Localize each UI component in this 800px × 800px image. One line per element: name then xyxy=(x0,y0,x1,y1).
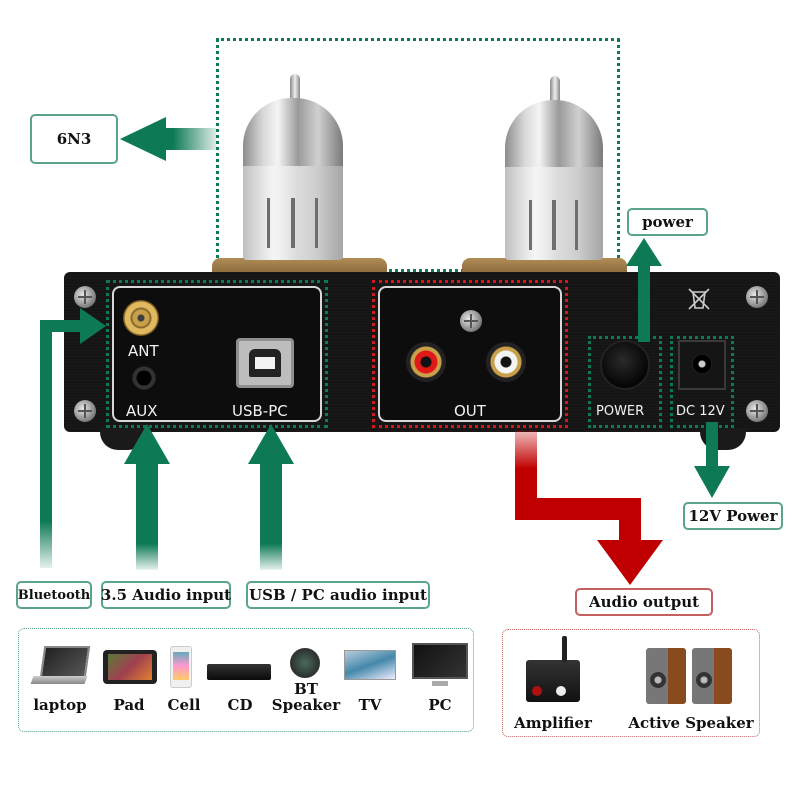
tube-socket-left xyxy=(212,258,387,274)
power-button[interactable] xyxy=(600,340,650,390)
chassis-foot xyxy=(100,428,146,450)
input-devices-panel xyxy=(18,628,474,732)
tube-plate xyxy=(529,200,532,250)
bluetooth-speaker-icon xyxy=(290,648,320,678)
screw-icon xyxy=(74,400,96,422)
power-button-highlight xyxy=(588,336,662,428)
tube-plate xyxy=(552,200,556,250)
audio-output-callout: Audio output xyxy=(575,588,713,616)
speaker-left-woofer xyxy=(650,672,666,688)
input-panel-highlight xyxy=(106,280,328,428)
phone-screen xyxy=(173,652,189,680)
antenna-connector[interactable] xyxy=(123,300,159,336)
tube-plate xyxy=(291,198,295,248)
aux-jack[interactable] xyxy=(132,366,156,390)
screw-icon xyxy=(746,286,768,308)
tube-plate xyxy=(575,200,578,250)
tube-type-callout: 6N3 xyxy=(30,114,118,164)
arrow-down-icon xyxy=(694,422,730,498)
laptop-icon xyxy=(30,646,91,686)
laptop-screen xyxy=(39,646,91,678)
monitor-stand xyxy=(432,681,448,686)
device-label: TV xyxy=(358,696,382,714)
screw-icon xyxy=(746,400,768,422)
aux-label: AUX xyxy=(126,402,158,420)
aux-input-arrow xyxy=(124,424,170,570)
dc-power-callout: 12V Power xyxy=(683,502,783,530)
tube-plate xyxy=(267,198,270,248)
output-devices-panel xyxy=(502,629,760,737)
tablet-screen xyxy=(108,654,152,680)
audio-output-arrow xyxy=(515,430,663,585)
tube-tip-left xyxy=(290,74,300,100)
arrow-up-icon xyxy=(626,238,662,342)
screw-icon xyxy=(460,310,482,332)
tablet-icon xyxy=(103,650,157,684)
usb-port-tongue xyxy=(255,357,275,369)
phone-icon xyxy=(170,646,192,688)
usb-b-port[interactable] xyxy=(236,338,294,388)
tube-socket-right xyxy=(462,258,627,274)
tv-icon xyxy=(344,650,396,680)
weee-recycle-icon xyxy=(688,288,710,310)
bluetooth-callout: Bluetooth xyxy=(16,581,92,609)
device-label: Active Speaker xyxy=(628,714,754,732)
laptop-base xyxy=(30,676,88,684)
speaker-pair-icon xyxy=(646,648,736,704)
device-label: BT Speaker xyxy=(271,680,341,714)
tube-highlight-box xyxy=(216,38,620,272)
vacuum-tube-right xyxy=(505,100,603,260)
output-panel-highlight xyxy=(372,280,568,428)
rca-output-left[interactable] xyxy=(486,342,526,382)
tube-plate xyxy=(315,198,318,248)
device-label: laptop xyxy=(33,696,87,714)
arrow-left-icon xyxy=(120,117,216,161)
dc-12v-label: DC 12V xyxy=(676,404,725,419)
device-label: Amplifier xyxy=(514,714,592,732)
usb-pc-label: USB-PC xyxy=(232,402,288,420)
power-label: POWER xyxy=(596,404,645,419)
amp-antenna xyxy=(562,636,567,662)
dc-jack-pin xyxy=(692,354,712,374)
screw-icon xyxy=(74,286,96,308)
power-callout: power xyxy=(627,208,708,236)
vacuum-tube-left xyxy=(243,98,343,260)
out-label: OUT xyxy=(454,402,486,420)
usb-input-callout: USB / PC audio input xyxy=(246,581,430,609)
monitor-icon xyxy=(412,643,468,679)
device-label: Pad xyxy=(113,696,145,714)
bluetooth-input-arrow xyxy=(40,308,106,568)
usb-input-arrow xyxy=(248,424,294,570)
amplifier-icon xyxy=(526,660,580,702)
amp-knob-red xyxy=(532,686,542,696)
speaker-right-woofer xyxy=(696,672,712,688)
device-label: CD xyxy=(227,696,253,714)
ant-label: ANT xyxy=(128,342,159,360)
device-label: PC xyxy=(428,696,452,714)
device-label: Cell xyxy=(167,696,201,714)
tube-tip-right xyxy=(550,76,560,102)
aux-input-callout: 3.5 Audio input xyxy=(101,581,231,609)
dc-jack-highlight xyxy=(670,336,734,428)
amp-knob-white xyxy=(556,686,566,696)
rca-output-right[interactable] xyxy=(406,342,446,382)
cd-player-icon xyxy=(207,664,271,680)
dc-power-jack[interactable] xyxy=(678,340,726,390)
